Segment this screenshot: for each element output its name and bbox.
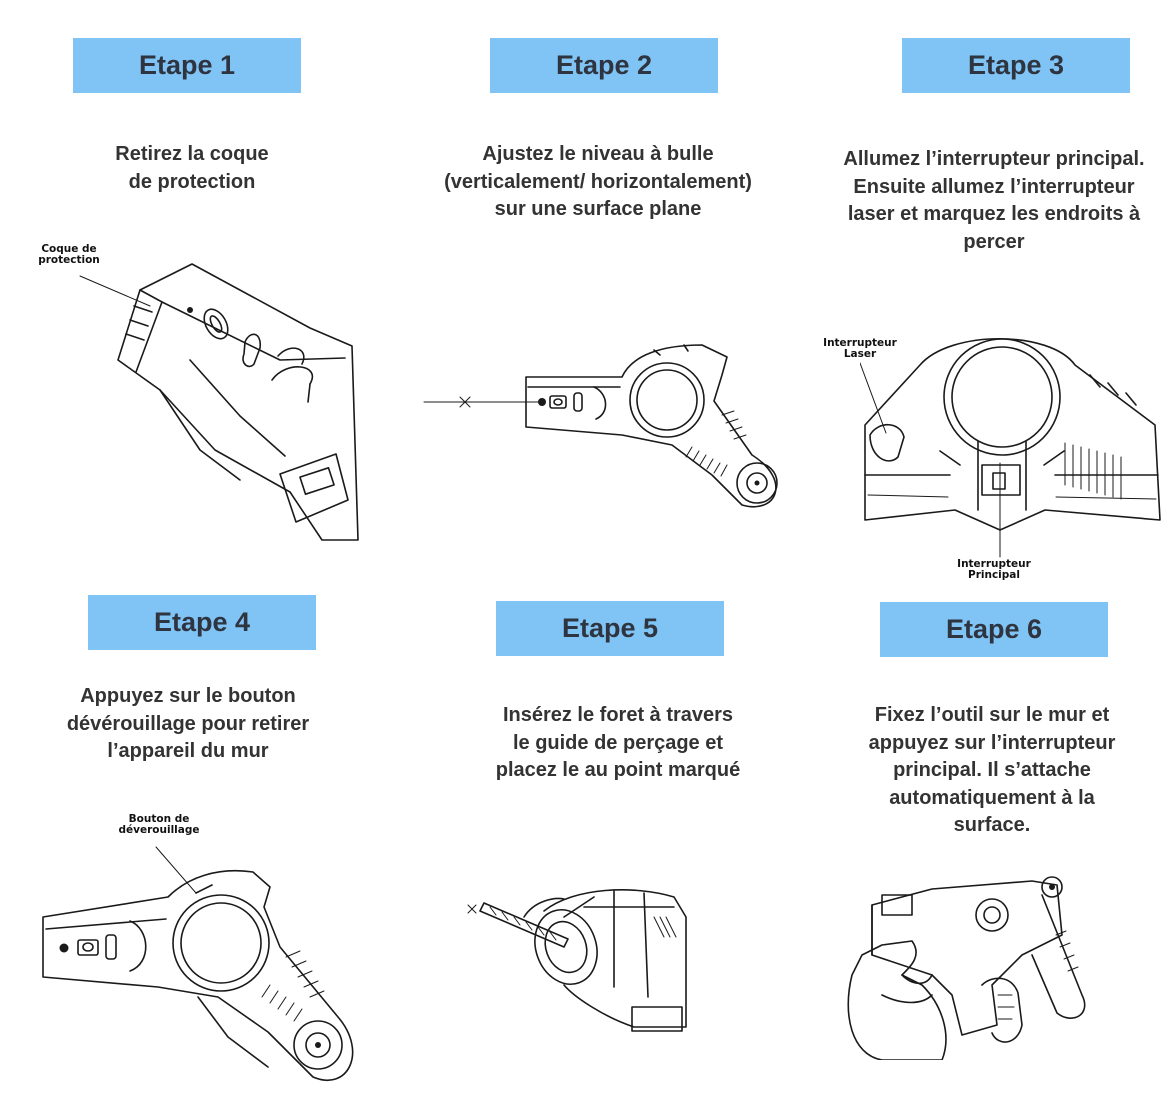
step-6: Etape 6 Fixez l’outil sur le mur et appu…	[784, 557, 1176, 1114]
step-1: Etape 1 Retirez la coque de protection C…	[0, 0, 392, 557]
step-4-title: Etape 4	[153, 607, 251, 637]
drill-bit-insert-drawing	[467, 889, 687, 1032]
drill-guide-shell-drawing	[79, 263, 359, 541]
drill-on-wall-drawing	[847, 876, 1086, 1060]
step-5: Etape 5 Insérez le foret à travers le gu…	[392, 557, 784, 1114]
step-1-instruction: Retirez la coque de protection	[115, 143, 269, 193]
step-2: Etape 2 Ajustez le niveau à bulle (verti…	[392, 0, 784, 557]
drill-guide-release-drawing	[42, 846, 354, 1081]
step-5-title: Etape 5	[561, 613, 659, 643]
step-6-badge: Etape 6	[880, 602, 1108, 657]
step-3-callout-laser-switch: Interrupteur Laser	[823, 337, 897, 360]
step-3-badge: Etape 3	[902, 38, 1130, 93]
drill-guide-level-drawing	[423, 344, 778, 508]
step-3: Etape 3 Allumez l’interrupteur principal…	[784, 0, 1176, 581]
step-1-badge: Etape 1	[73, 38, 301, 93]
step-6-instruction: Fixez l’outil sur le mur et appuyez sur …	[868, 704, 1116, 836]
step-1-callout-shell: Coque de protection	[38, 243, 100, 266]
step-2-badge: Etape 2	[490, 38, 718, 93]
step-1-title: Etape 1	[138, 50, 236, 80]
step-5-instruction: Insérez le foret à travers le guide de p…	[495, 704, 741, 781]
step-6-title: Etape 6	[945, 614, 1043, 644]
step-3-callout-main-switch: Interrupteur Principal	[957, 558, 1031, 581]
step-4: Etape 4 Appuyez sur le bouton dévérouill…	[0, 557, 392, 1114]
step-5-badge: Etape 5	[496, 601, 724, 656]
step-4-instruction: Appuyez sur le bouton dévérouillage pour…	[66, 685, 310, 762]
step-3-instruction: Allumez l’interrupteur principal. Ensuit…	[843, 148, 1145, 253]
step-2-title: Etape 2	[555, 50, 653, 80]
step-2-instruction: Ajustez le niveau à bulle (verticalement…	[444, 143, 752, 220]
step-4-badge: Etape 4	[88, 595, 316, 650]
drill-guide-switches-drawing	[860, 337, 1161, 558]
step-3-title: Etape 3	[967, 50, 1065, 80]
step-4-callout-release-button: Bouton de déverouillage	[118, 813, 200, 836]
